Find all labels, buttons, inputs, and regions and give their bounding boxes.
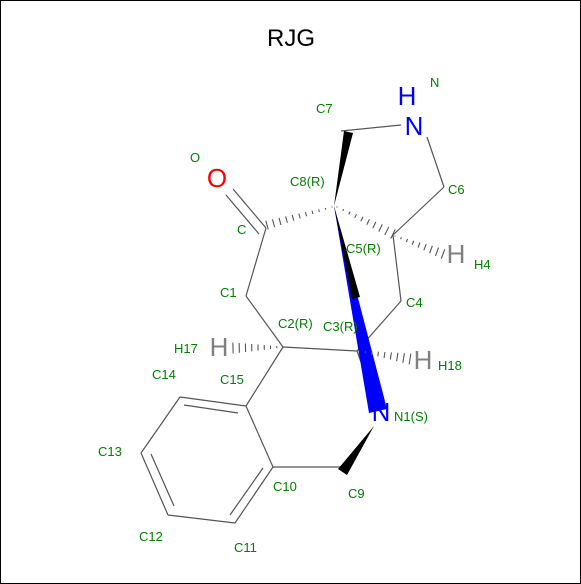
ring-c14-c13: [140, 396, 181, 454]
label-c1: C1: [220, 285, 237, 300]
label-c: C: [237, 222, 246, 237]
bond-c7-n: [340, 124, 402, 132]
hash-c5-h4-stripe: [423, 243, 427, 251]
hash-c8-c5-stripe: [342, 208, 345, 212]
label-h18: H18: [438, 358, 462, 373]
hash-c5-h4-stripe: [429, 245, 433, 254]
hash-c8-c5-stripe: [378, 224, 383, 232]
label-c9: C9: [348, 486, 365, 501]
hash-c8-c5-stripe: [366, 219, 370, 225]
hash-c3-h18-stripe: [402, 353, 405, 363]
hash-c5-h4-stripe: [411, 240, 415, 245]
ring-inner-a: [183, 404, 239, 414]
label-c10: C10: [273, 479, 297, 494]
label-c6: C6: [448, 182, 465, 197]
label-n1: N1(S): [394, 409, 428, 424]
ring-c12-c11: [167, 514, 236, 524]
label-c7: C7: [316, 101, 333, 116]
nitrogen-symbol-n1: N: [372, 397, 391, 427]
hash-c8-c5-stripe: [384, 226, 390, 236]
oxygen-symbol: O: [207, 163, 227, 193]
hash-c3-h18-stripe: [396, 352, 399, 362]
bond-c15-c10: [245, 405, 274, 468]
hydrogen-symbol-top: H: [398, 81, 417, 111]
hash-c8-c-stripe: [271, 219, 276, 228]
hydrogen-symbol-h4: H: [447, 239, 466, 269]
hashed-bonds: [232, 206, 446, 365]
label-c8: C8(R): [290, 174, 325, 189]
hash-c3-h18-stripe: [383, 351, 386, 359]
label-c11: C11: [234, 540, 257, 555]
hash-c8-c-stripe: [298, 213, 301, 219]
label-c4: C4: [406, 295, 423, 310]
hash-c5-h4-stripe: [434, 247, 440, 257]
hash-c3-h18-stripe: [389, 352, 392, 360]
hash-c8-c-stripe: [265, 220, 269, 230]
bond-c2-c1: [245, 295, 284, 348]
wedge-c8-c3: [334, 206, 360, 299]
hydrogen-symbol-h17: H: [210, 332, 229, 362]
ring-inner-c: [229, 467, 264, 516]
label-h4: H4: [474, 257, 491, 272]
label-c14: C14: [152, 367, 176, 382]
hash-c5-h4-stripe: [405, 238, 409, 243]
hash-c8-c-stripe: [318, 209, 320, 212]
hash-c8-c-stripe: [285, 216, 288, 223]
hash-c8-c5-stripe: [372, 221, 377, 229]
hash-c8-c-stripe: [291, 214, 295, 221]
bond-c-o-1: [232, 188, 267, 229]
ring-c13-c12: [140, 452, 169, 516]
bond-c1-c: [245, 227, 267, 297]
label-c12: C12: [139, 529, 163, 544]
hash-c8-c-stripe: [311, 210, 314, 215]
ring-c15-c14: [179, 396, 247, 407]
bond-c5-c4: [392, 234, 402, 302]
hash-c5-h4-stripe: [440, 249, 446, 259]
bond-c6-c5: [392, 186, 445, 236]
label-h17: H17: [174, 341, 198, 356]
label-c13: C13: [98, 444, 122, 459]
ring-c11-c10: [234, 466, 274, 524]
wedge-c8-c7: [334, 131, 353, 206]
hash-c5-h4-stripe: [417, 242, 421, 248]
hash-c3-h18-stripe: [408, 353, 412, 365]
atom-labels: N O C7 C8(R) C6 C C5(R) H4 C1 C4 C2(R) C…: [98, 75, 491, 555]
hash-c5-h4-stripe: [400, 237, 402, 240]
hash-c3-h18-stripe: [370, 351, 373, 355]
nitrogen-symbol-top: N: [405, 111, 424, 141]
label-c5: C5(R): [346, 241, 381, 256]
label-c3: C3(R): [323, 319, 358, 334]
wedge-c9-n1: [338, 426, 374, 475]
label-o: O: [190, 150, 200, 165]
label-c2: C2(R): [278, 316, 313, 331]
hash-c8-c5-stripe: [348, 211, 351, 215]
ring-inner-b: [150, 453, 175, 507]
label-n-top: N: [430, 75, 439, 90]
bond-n-c6: [426, 136, 445, 188]
label-c15: C15: [220, 372, 244, 387]
hydrogen-symbol-h18: H: [414, 345, 433, 375]
diagram-title: RJG: [267, 25, 315, 52]
bond-c3-c2: [282, 346, 358, 352]
hash-c8-c5-stripe: [360, 216, 364, 222]
bond-c-o-2: [225, 194, 260, 235]
hash-c8-c5-stripe: [390, 229, 396, 239]
hash-c3-h18-stripe: [377, 351, 380, 357]
bond-c2-c15: [245, 346, 284, 407]
hash-c8-c5-stripe: [354, 213, 358, 219]
hash-c8-c-stripe: [304, 212, 308, 217]
hash-c8-c-stripe: [278, 217, 282, 226]
